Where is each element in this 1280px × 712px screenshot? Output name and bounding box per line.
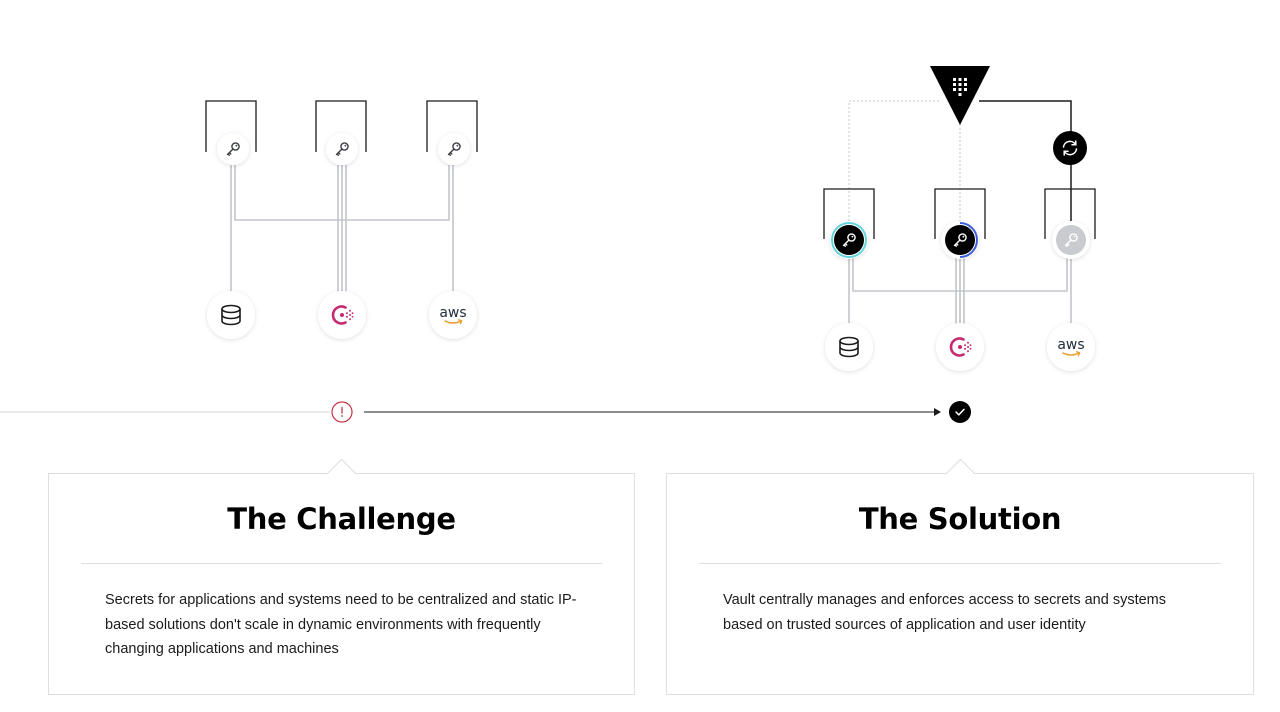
server-box xyxy=(1044,188,1096,239)
consul-icon xyxy=(936,323,984,371)
database-icon xyxy=(825,323,873,371)
timeline xyxy=(0,401,971,423)
arrow-head xyxy=(934,408,941,416)
aws-logo-text: aws xyxy=(1057,337,1084,353)
server-box xyxy=(823,188,875,239)
aws-logo-text: aws xyxy=(439,305,466,321)
challenge-title: The Challenge xyxy=(227,502,456,536)
server-box xyxy=(315,100,367,152)
server-box xyxy=(205,100,257,152)
key-icon xyxy=(941,221,979,259)
check-icon xyxy=(949,401,971,423)
solution-card: The Solution Vault centrally manages and… xyxy=(666,458,1254,695)
vault-logo xyxy=(930,66,990,125)
server-box xyxy=(934,188,986,239)
key-icon xyxy=(830,221,868,259)
consul-icon xyxy=(318,291,366,339)
rotate-icon xyxy=(1053,131,1087,165)
aws-logo: aws xyxy=(1047,323,1095,371)
aws-logo: aws xyxy=(429,291,477,339)
divider xyxy=(81,563,602,564)
key-icon xyxy=(217,133,249,165)
solution-description: Vault centrally manages and enforces acc… xyxy=(723,592,1167,633)
divider xyxy=(699,563,1221,564)
challenge-diagram: aws xyxy=(205,100,478,339)
server-box xyxy=(426,100,478,152)
solution-diagram: aws xyxy=(823,66,1096,371)
database-icon xyxy=(207,291,255,339)
solution-connections xyxy=(848,258,1072,326)
key-icon xyxy=(1052,221,1090,259)
solution-title: The Solution xyxy=(858,502,1062,536)
key-icon xyxy=(438,133,470,165)
warning-icon xyxy=(331,401,353,423)
challenge-connections xyxy=(230,165,454,296)
challenge-card: The Challenge Secrets for applications a… xyxy=(48,458,635,695)
challenge-description: Secrets for applications and systems nee… xyxy=(105,592,577,657)
key-icon xyxy=(326,133,358,165)
rotation-connection xyxy=(979,100,1072,225)
vault-connections-dotted xyxy=(848,100,961,225)
